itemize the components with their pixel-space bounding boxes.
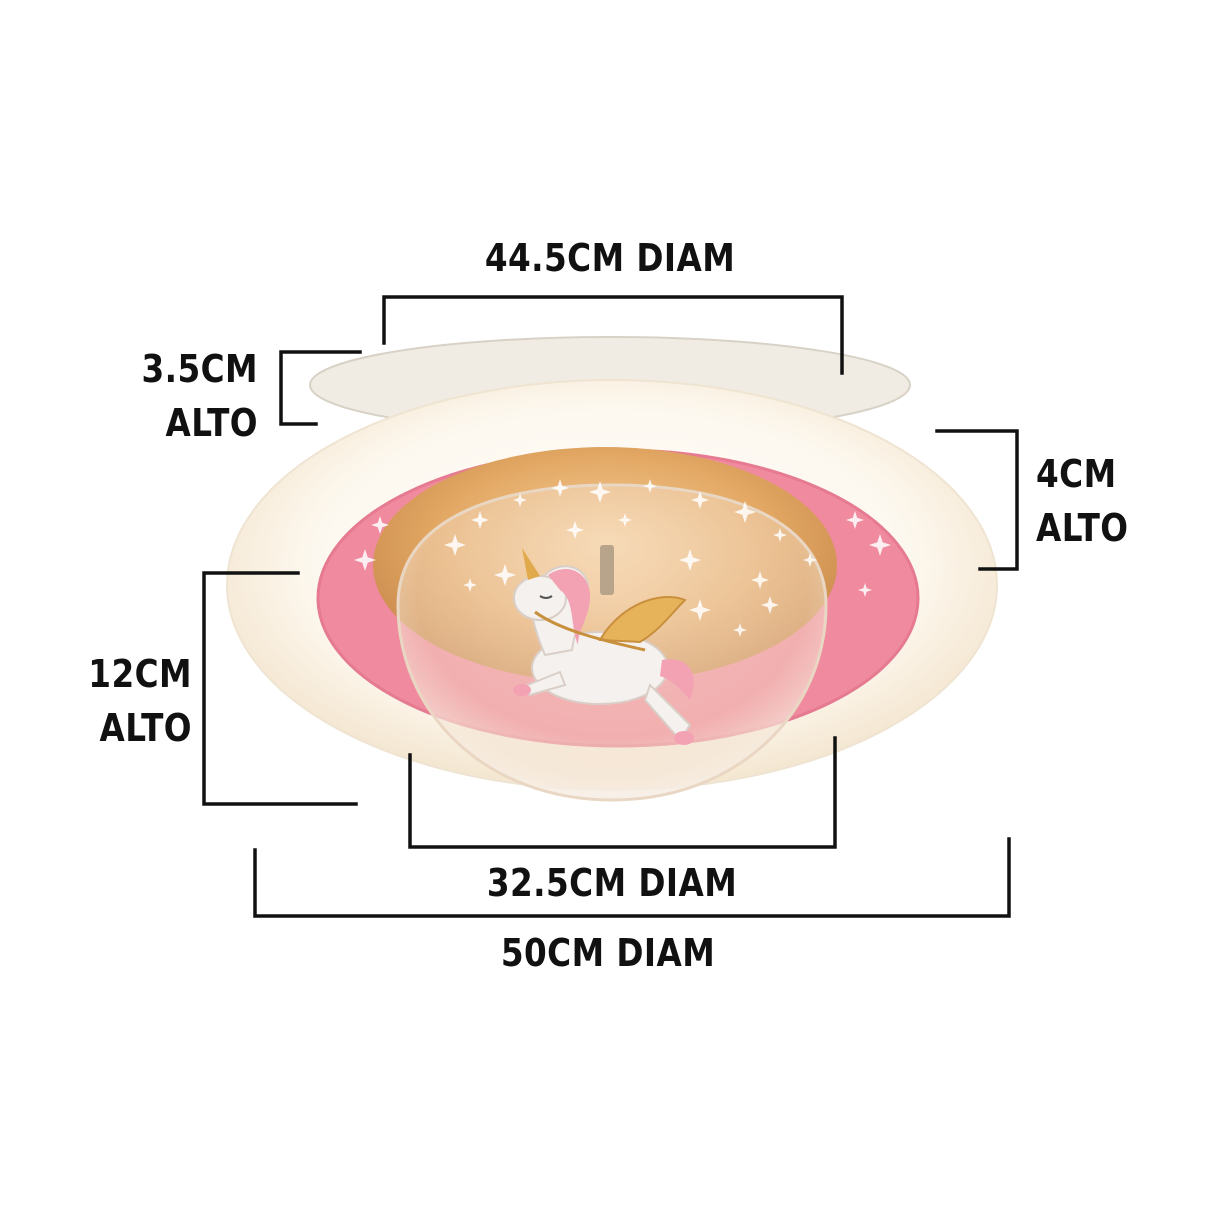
right-height-value: 4CM xyxy=(1036,452,1117,496)
star-icon xyxy=(751,571,769,589)
star-icon xyxy=(689,599,711,621)
star-icon xyxy=(589,481,611,503)
inner-diameter-label: 32.5CM DIAM xyxy=(486,861,738,905)
unicorn-icon xyxy=(513,548,694,745)
star-icons xyxy=(354,479,891,637)
left-top-height-value: 3.5CM xyxy=(141,347,258,391)
star-icon xyxy=(858,583,872,597)
star-icon xyxy=(371,516,389,534)
star-icon xyxy=(869,534,891,556)
inner-diameter-bracket xyxy=(408,736,837,849)
star-icon xyxy=(773,528,787,542)
right-height-unit: ALTO xyxy=(1036,506,1129,550)
star-icon xyxy=(734,501,756,523)
star-icon xyxy=(566,521,584,539)
left-height-value: 12CM xyxy=(88,652,192,696)
star-icon xyxy=(733,623,747,637)
right-height-bracket xyxy=(935,429,1019,571)
pendant-rod xyxy=(600,545,614,595)
star-icon xyxy=(643,479,657,493)
star-icon xyxy=(679,549,701,571)
left-height-bracket xyxy=(202,571,358,806)
star-icon xyxy=(551,479,569,497)
left-top-height-unit: ALTO xyxy=(165,401,258,445)
outer-diameter-bracket xyxy=(253,837,1011,918)
star-icon xyxy=(444,534,466,556)
left-height-unit: ALTO xyxy=(99,706,192,750)
top-diameter-label: 44.5CM DIAM xyxy=(484,236,736,280)
star-icon xyxy=(803,553,817,567)
star-icon xyxy=(513,493,527,507)
star-icon xyxy=(761,596,779,614)
left-top-height-bracket xyxy=(279,350,362,426)
star-icon xyxy=(463,578,477,592)
star-icon xyxy=(846,511,864,529)
star-icon xyxy=(471,511,489,529)
star-icon xyxy=(354,549,376,571)
outer-diameter-label: 50CM DIAM xyxy=(500,931,716,975)
top-diameter-bracket xyxy=(382,295,844,375)
star-icon xyxy=(494,564,516,586)
star-icon xyxy=(691,491,709,509)
star-icon xyxy=(618,513,632,527)
